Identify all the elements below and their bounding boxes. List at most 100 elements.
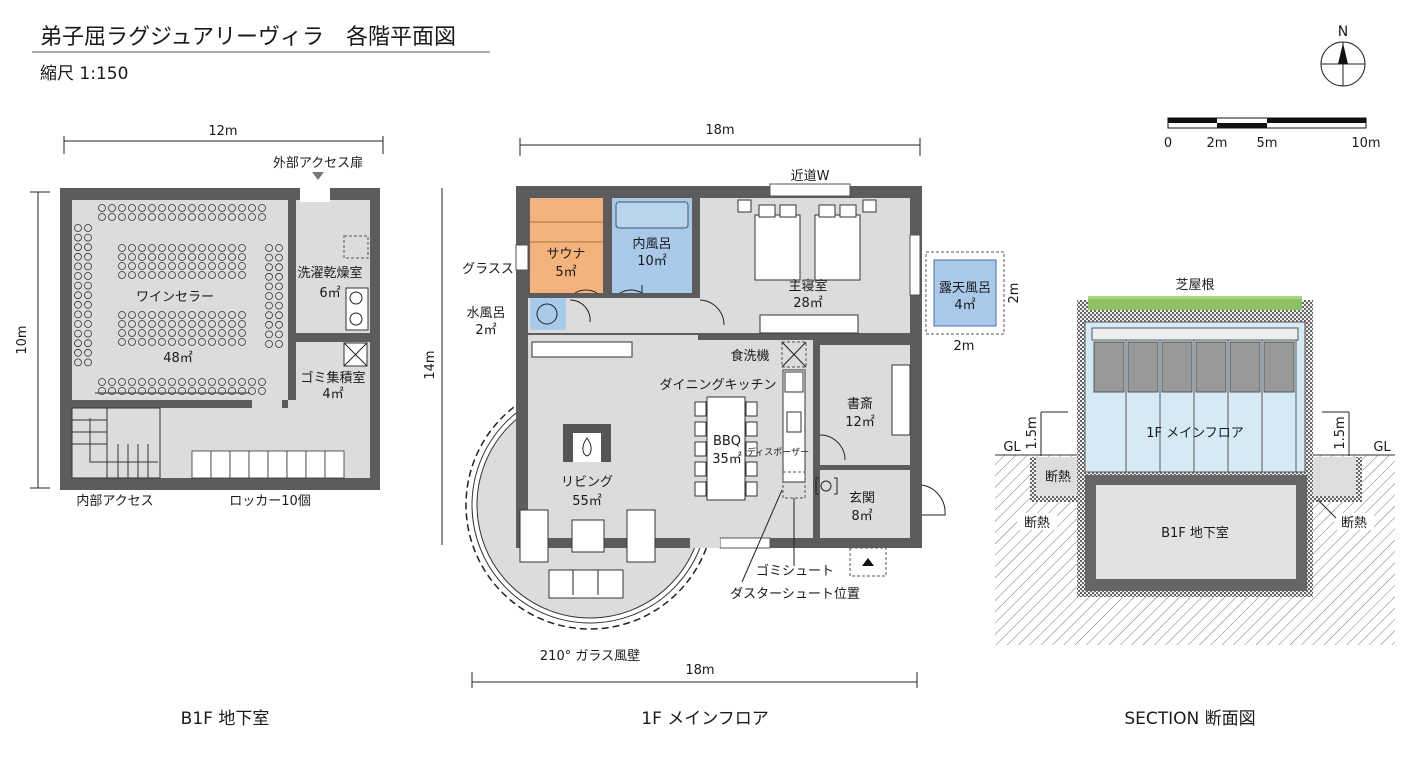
stairs-icon[interactable] xyxy=(71,407,161,479)
chair xyxy=(694,461,707,477)
blind xyxy=(1093,341,1125,393)
b1f-plan: 12m 10m 外部アクセス扉 ワインセラー 48㎡ 洗濯乾燥室 6㎡ ゴミ集積… xyxy=(15,124,384,509)
insulation-label-3: 断熱 xyxy=(1341,516,1367,531)
living-name: リビング xyxy=(561,475,613,490)
external-door-label[interactable]: 外部アクセス扉 xyxy=(273,155,363,171)
garbage-chute-label: ゴミシュート xyxy=(756,563,834,579)
chair xyxy=(745,441,758,457)
glass-room-label: グラスス xyxy=(462,262,514,277)
bbq-name: BBQ xyxy=(713,434,741,449)
scale-tick-10m: 10m xyxy=(1351,136,1380,151)
dishwasher-icon xyxy=(781,341,807,368)
approach-label: 近道W xyxy=(791,169,830,184)
lockers-label: ロッカー10個 xyxy=(229,494,311,509)
b1f-caption: B1F 地下室 xyxy=(181,709,270,729)
locker xyxy=(191,450,212,479)
glass-wall-label: 210° ガラス風壁 xyxy=(540,649,640,664)
outdoor-bath-dim-h: 2m xyxy=(1007,283,1022,304)
chair xyxy=(694,401,707,417)
bedroom-name: 主寝室 xyxy=(788,278,827,294)
chair xyxy=(694,441,707,457)
laundry-name: 洗濯乾燥室 xyxy=(297,265,362,281)
glass-panels xyxy=(1093,340,1297,472)
outdoor-bath-name: 露天風呂 xyxy=(939,281,991,296)
sauna-name: サウナ xyxy=(546,247,585,262)
dining-table xyxy=(706,396,746,501)
beds xyxy=(737,199,877,334)
disposer-label: ディスポーザー xyxy=(747,446,809,458)
blind xyxy=(1229,341,1261,393)
locker xyxy=(229,450,250,479)
sauna xyxy=(530,198,603,293)
chair xyxy=(694,421,707,437)
study-name: 書斎 xyxy=(847,396,873,412)
gl-right-label: GL xyxy=(1373,440,1391,455)
insulation-label-2: 断熱 xyxy=(1024,516,1050,531)
entrance-name: 玄関 xyxy=(849,491,875,506)
north-label: N xyxy=(1338,24,1348,40)
height-right-label: 1.5m xyxy=(1333,416,1348,449)
dining-chairs xyxy=(694,401,758,497)
stove-icon xyxy=(784,371,804,393)
blind xyxy=(1127,341,1159,393)
chair xyxy=(745,461,758,477)
scale-tick-5m: 5m xyxy=(1257,136,1278,151)
wine-racks xyxy=(74,204,283,395)
living-area: 55㎡ xyxy=(572,494,602,509)
entrance-area: 8㎡ xyxy=(851,509,872,524)
wine-cellar-area: 48㎡ xyxy=(163,351,193,366)
study-area: 12㎡ xyxy=(845,415,875,430)
entry-door[interactable] xyxy=(921,484,946,516)
dining-kitchen-label: ダイニングキッチン xyxy=(659,378,776,393)
locker xyxy=(248,450,269,479)
dust-chute-icon xyxy=(782,471,806,499)
outdoor-bath xyxy=(933,259,997,327)
chair xyxy=(745,401,758,417)
wine-cellar-name: ワインセラー xyxy=(136,290,214,305)
sofas xyxy=(519,509,656,599)
door-marker-icon xyxy=(312,172,324,180)
blind xyxy=(1195,341,1227,393)
laundry-area: 6㎡ xyxy=(319,286,340,301)
indoor-bath-name: 内風呂 xyxy=(632,236,671,252)
f1-caption: 1F メインフロア xyxy=(641,709,769,729)
chair xyxy=(745,481,758,497)
f1-dim-left: 14m xyxy=(423,350,438,379)
b1f-dim-width: 12m xyxy=(208,124,237,139)
scale-text: 縮尺 1:150 xyxy=(40,64,128,84)
garbage-room-area: 4㎡ xyxy=(322,387,343,402)
chair xyxy=(745,421,758,437)
entrance xyxy=(820,470,910,538)
f1-dim-top: 18m xyxy=(705,123,734,138)
locker xyxy=(286,450,307,479)
cold-bath xyxy=(530,298,566,330)
sauna-area: 5㎡ xyxy=(555,265,576,280)
gl-left-label: GL xyxy=(1003,440,1021,455)
green-roof-label: 芝屋根 xyxy=(1175,277,1214,293)
bedroom-area: 28㎡ xyxy=(793,296,823,311)
garbage-room-name: ゴミ集積室 xyxy=(300,370,365,386)
entry-arrow-icon xyxy=(862,558,874,566)
scale-bar: 0 2m 5m 10m xyxy=(1164,117,1381,151)
scale-tick-0: 0 xyxy=(1164,136,1172,151)
north-arrow-icon: N xyxy=(1320,24,1366,87)
outdoor-bath-area: 4㎡ xyxy=(954,298,975,313)
insulation-label-1: 断熱 xyxy=(1045,470,1071,485)
lockers xyxy=(191,450,345,479)
outdoor-bath-dim-w: 2m xyxy=(954,339,975,354)
cold-bath-name: 水風呂 xyxy=(466,306,505,321)
locker xyxy=(267,450,288,479)
sheet-title: 弟子屈ラグジュアリーヴィラ 各階平面図 xyxy=(40,25,456,50)
bbq-area: 35㎡ xyxy=(712,452,742,467)
basement-label: B1F 地下室 xyxy=(1161,525,1229,541)
dishwasher-label: 食洗機 xyxy=(730,348,769,364)
washer-icon xyxy=(345,287,369,331)
section-caption: SECTION 断面図 xyxy=(1124,709,1255,729)
header: 弟子屈ラグジュアリーヴィラ 各階平面図 縮尺 1:150 xyxy=(32,25,490,84)
scale-tick-2m: 2m xyxy=(1207,136,1228,151)
cold-bath-area: 2㎡ xyxy=(475,323,496,338)
f1-dim-bottom: 18m xyxy=(685,663,714,678)
face-recognition-icon xyxy=(815,477,838,495)
height-left-label: 1.5m xyxy=(1025,416,1040,449)
